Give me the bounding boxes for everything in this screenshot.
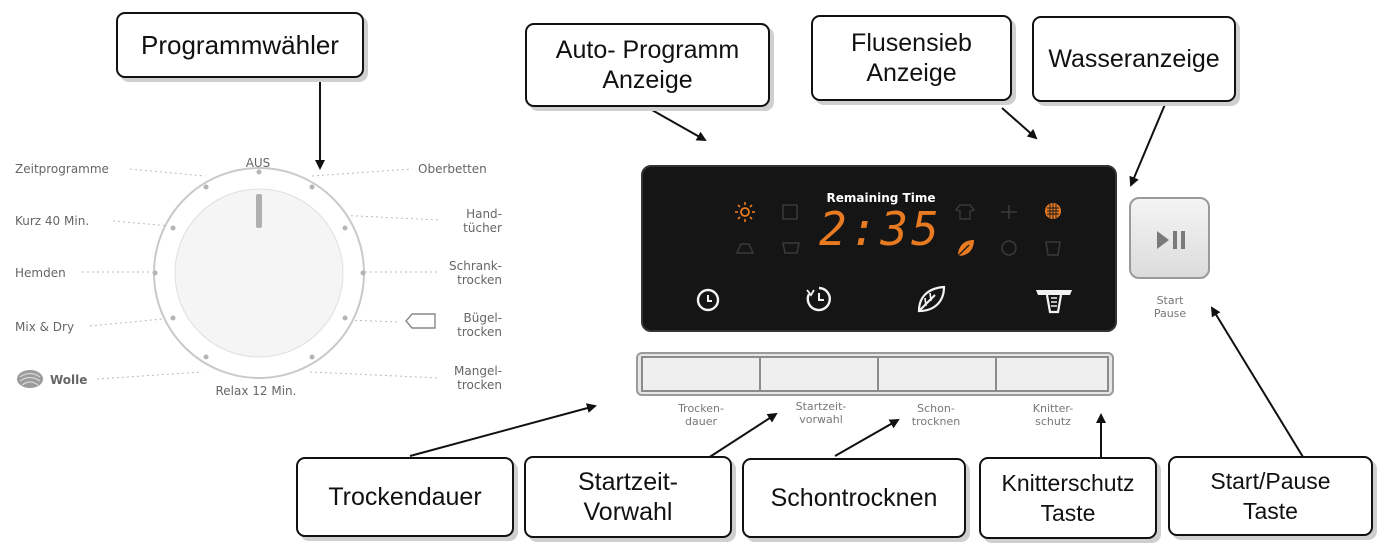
shirt-icon	[955, 204, 975, 220]
dial-label-schranktrocken: Schrank-trocken	[449, 259, 502, 287]
dial-label-wolle: Wolle	[50, 373, 88, 387]
schontrocknen-button-label: Schon-trocknen	[911, 402, 961, 428]
startzeitvorwahl-button-label: Startzeit-vorwahl	[795, 400, 847, 426]
anti-crease-icon	[1036, 290, 1072, 314]
lint-filter-icon	[1045, 203, 1061, 219]
arrow-wasseranzeige	[1129, 101, 1167, 187]
dial-leader-lines	[82, 168, 441, 380]
iron-dry-icon	[735, 243, 755, 254]
dial-pointer	[256, 194, 262, 228]
clock-icon	[696, 288, 720, 312]
arrow-auto-programm	[651, 109, 707, 141]
cupboard-dry-icon	[782, 204, 798, 220]
display-panel: Remaining Time 2:35	[641, 165, 1117, 332]
auto-program-sun-icon	[735, 202, 755, 222]
arrow-trockendauer	[409, 403, 597, 457]
startzeitvorwahl-button[interactable]	[759, 356, 879, 392]
iron-tag-icon	[405, 313, 436, 329]
knitterschutz-button-label: Knitter-schutz	[1032, 402, 1074, 428]
gentle-leaf-icon	[917, 285, 946, 313]
knitterschutz-button[interactable]	[995, 356, 1109, 392]
damp-dry-icon	[782, 242, 800, 254]
start-pause-button[interactable]	[1129, 197, 1210, 279]
arrow-startpause	[1210, 306, 1304, 458]
dial-label-oberbetten: Oberbetten	[418, 162, 487, 176]
callout-wasseranzeige: Wasseranzeige	[1032, 16, 1236, 102]
callout-schontrocknen: Schontrocknen	[742, 458, 966, 538]
trockendauer-button[interactable]	[641, 356, 761, 392]
callout-trockendauer: Trockendauer	[296, 457, 514, 537]
delay-start-icon	[806, 286, 831, 312]
trockendauer-button-label: Trocken-dauer	[678, 402, 724, 428]
time-readout: 2:35	[819, 202, 942, 256]
callout-startzeit-vorwahl: Startzeit-Vorwahl	[524, 456, 732, 538]
arrow-startzeit	[704, 412, 778, 461]
play-pause-icon	[1157, 231, 1185, 249]
program-dial[interactable]	[140, 160, 380, 390]
dial-label-hemden: Hemden	[15, 266, 66, 280]
dial-label-zeitprogramme: Zeitprogramme	[15, 162, 109, 176]
callout-programmwaehler: Programmwähler	[116, 12, 364, 78]
dial-label-mixdry: Mix & Dry	[15, 320, 75, 334]
water-tank-icon	[1045, 241, 1061, 256]
dial-label-mangeltrocken: Mangel-trocken	[454, 364, 502, 392]
dial-label-kurz: Kurz 40 Min.	[15, 214, 90, 228]
schontrocknen-button[interactable]	[877, 356, 997, 392]
dial-label-aus: AUS	[245, 156, 271, 170]
arrow-flusensieb	[1001, 107, 1038, 140]
airflow-icon	[1001, 205, 1017, 219]
arrow-schontrocknen	[834, 419, 900, 457]
timer-indicator-icon	[1001, 240, 1017, 256]
dial-label-relax: Relax 12 Min.	[215, 384, 297, 398]
remaining-time-label: Remaining Time	[826, 191, 936, 205]
dial-label-handtuecher: Hand-tücher	[463, 207, 502, 235]
wool-icon	[17, 370, 43, 388]
gentle-dry-leaf-icon	[957, 240, 974, 257]
dial-label-buegeltrocken: Bügel-trocken	[457, 311, 502, 339]
